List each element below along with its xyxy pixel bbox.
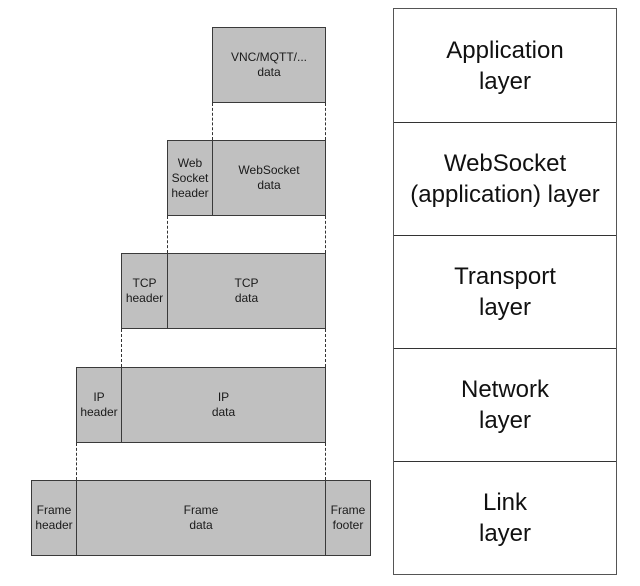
dashed-guide — [167, 216, 168, 253]
tcp-data-segment: TCP data — [167, 253, 326, 329]
layer-link: Link layer — [394, 461, 616, 574]
ip-header-segment: IP header — [76, 367, 122, 443]
layer-websocket: WebSocket (application) layer — [394, 122, 616, 235]
websocket-data-segment: WebSocket data — [212, 140, 326, 216]
dashed-guide — [325, 103, 326, 140]
dashed-guide — [121, 329, 122, 367]
dashed-guide — [212, 103, 213, 140]
ip-data-segment: IP data — [121, 367, 326, 443]
dashed-guide — [325, 443, 326, 480]
tcp-header-segment: TCP header — [121, 253, 168, 329]
frame-footer-segment: Frame footer — [325, 480, 371, 556]
frame-data-segment: Frame data — [76, 480, 326, 556]
layer-network: Network layer — [394, 348, 616, 461]
dashed-guide — [76, 443, 77, 480]
dashed-guide — [325, 216, 326, 253]
dashed-guide — [325, 329, 326, 367]
layer-transport: Transport layer — [394, 235, 616, 348]
layer-application: Application layer — [446, 36, 564, 95]
protocol-layer-stack: Application layer WebSocket (application… — [393, 8, 617, 575]
frame-header-segment: Frame header — [31, 480, 77, 556]
application-data-segment: VNC/MQTT/... data — [212, 27, 326, 103]
websocket-header-segment: Web Socket header — [167, 140, 213, 216]
